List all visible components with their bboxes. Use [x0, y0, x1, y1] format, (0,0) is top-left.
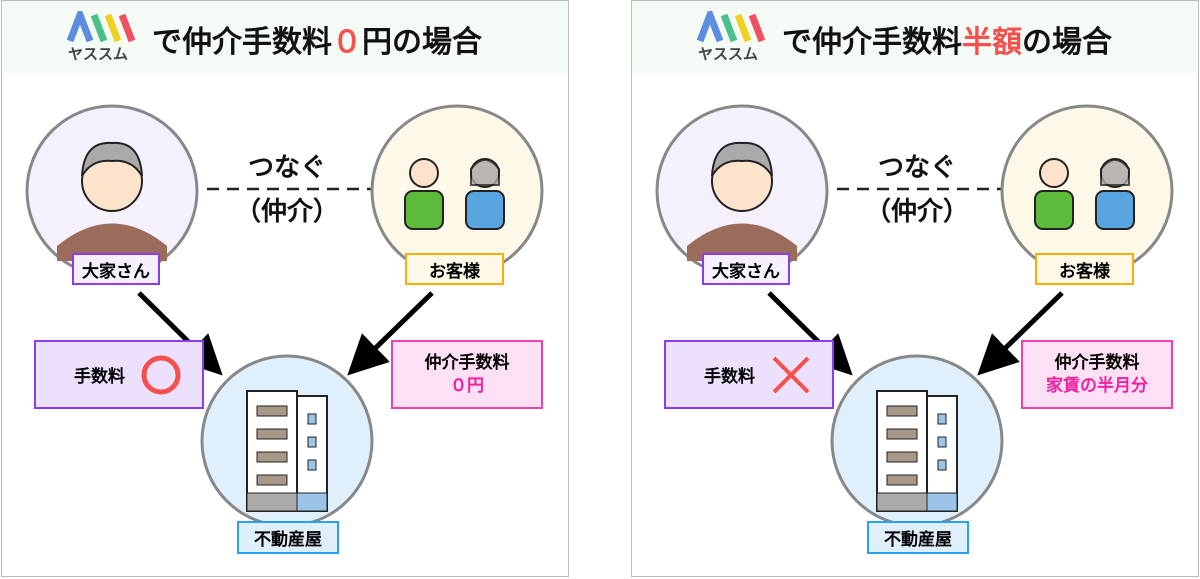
- comparison-panel: ヤススム で仲介手数料０円の場合: [1, 0, 569, 577]
- logo-text: ヤススム: [68, 45, 129, 63]
- connect-label: つなぐ: [227, 147, 347, 184]
- panel-title: で仲介手数料半額の場合: [782, 25, 1112, 60]
- customer-label: お客様: [1035, 253, 1134, 285]
- cross-mark-icon: [772, 356, 810, 393]
- comparison-panel: ヤススム で仲介手数料半額の場合: [631, 0, 1199, 577]
- agency-label: 不動産屋: [867, 521, 969, 554]
- circle-mark-icon: [141, 355, 181, 394]
- logo-text: ヤススム: [698, 45, 759, 63]
- diagram-graphics: [25, 104, 544, 528]
- arrow-customer-to-agency: [347, 291, 434, 376]
- customer-circle: [1000, 104, 1174, 278]
- agency-circle: [200, 354, 374, 528]
- landlord-fee-box: 手数料: [34, 340, 204, 409]
- yasusumu-logo-icon: [696, 11, 766, 43]
- landlord-circle: [655, 104, 829, 278]
- customer-fee-line2: ０円: [450, 375, 484, 396]
- yasusumu-logo-icon: [66, 11, 136, 43]
- customer-fee-box: 仲介手数料 家賃の半月分: [1021, 340, 1173, 409]
- arrow-customer-to-agency: [977, 291, 1064, 376]
- customer-fee-line2: 家賃の半月分: [1046, 375, 1148, 396]
- landlord-fee-label: 手数料: [74, 367, 125, 387]
- diagram-graphics: [655, 104, 1174, 528]
- panel-header: ヤススム で仲介手数料半額の場合: [632, 1, 1198, 73]
- landlord-circle: [25, 104, 199, 278]
- connect-sub-label: （仲介）: [234, 197, 339, 227]
- customer-label: お客様: [405, 253, 504, 285]
- agency-circle: [830, 354, 1004, 528]
- customer-circle: [370, 104, 544, 278]
- landlord-fee-box: 手数料: [664, 340, 834, 409]
- customer-fee-box: 仲介手数料 ０円: [391, 340, 543, 409]
- landlord-fee-label: 手数料: [704, 367, 755, 387]
- customer-fee-line1: 仲介手数料: [1054, 352, 1140, 373]
- agency-label: 不動産屋: [237, 521, 339, 554]
- landlord-label: 大家さん: [72, 253, 160, 285]
- customer-fee-line1: 仲介手数料: [424, 352, 510, 373]
- connect-label: つなぐ: [857, 147, 977, 184]
- panel-header: ヤススム で仲介手数料０円の場合: [2, 1, 568, 73]
- panel-title: で仲介手数料０円の場合: [152, 25, 482, 60]
- connect-sub-label: （仲介）: [864, 197, 969, 227]
- landlord-label: 大家さん: [702, 253, 790, 285]
